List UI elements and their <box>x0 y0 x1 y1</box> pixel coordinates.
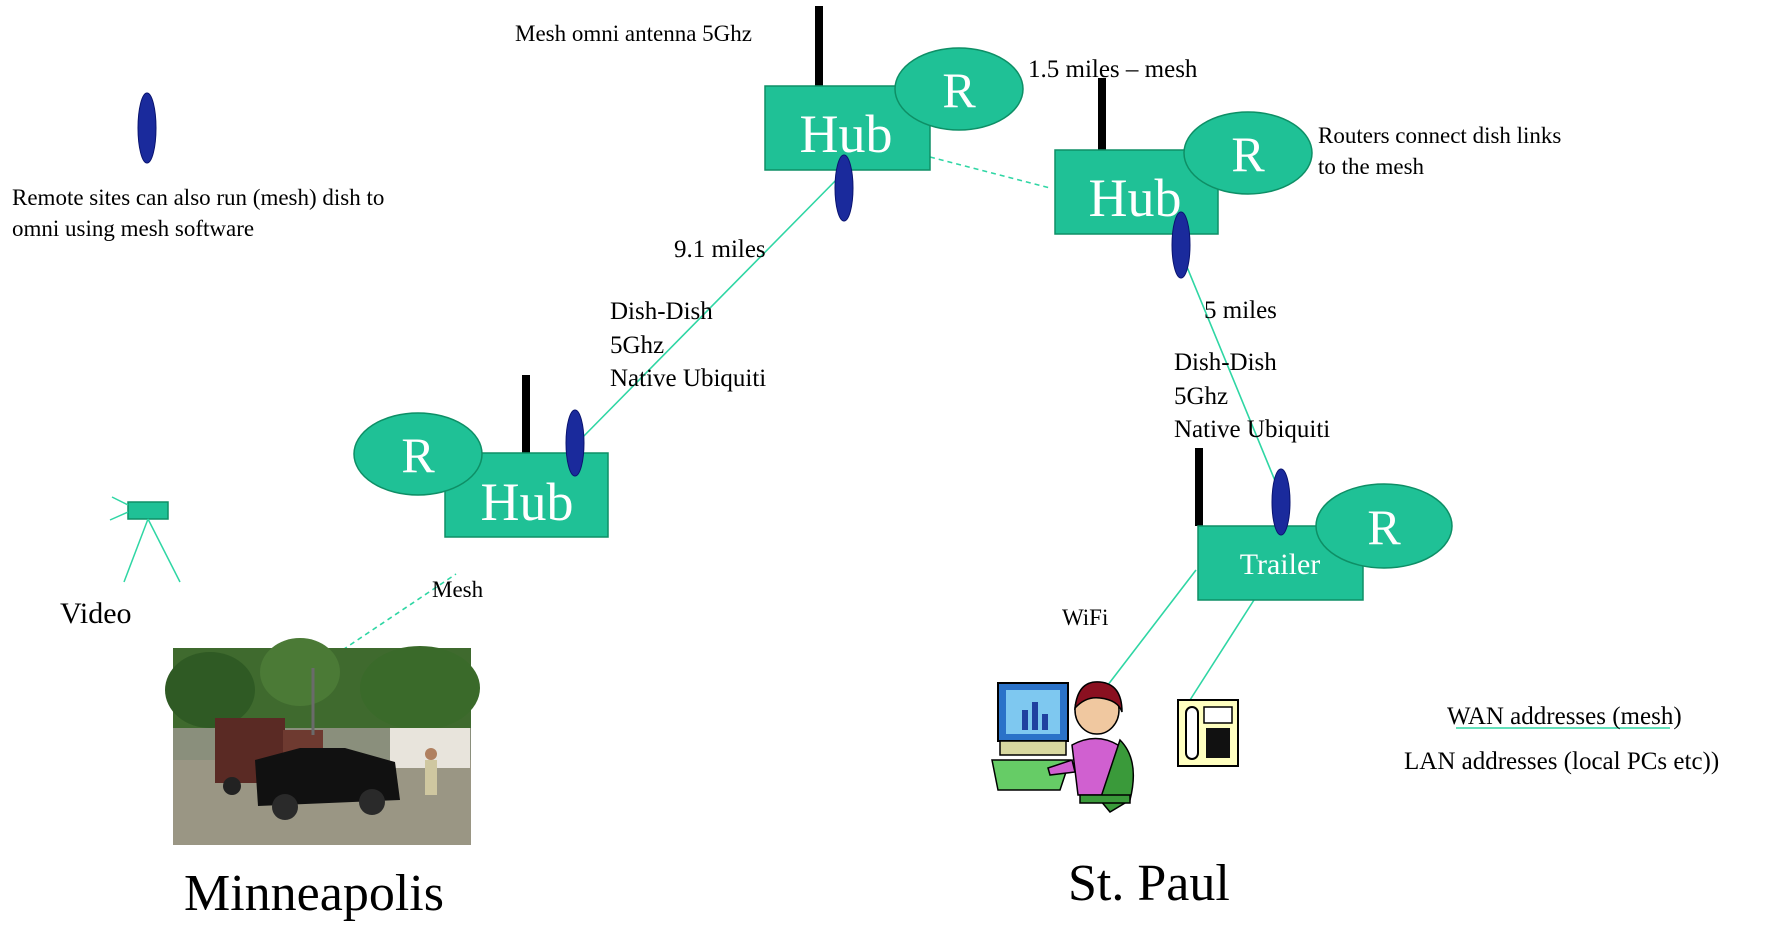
router-top[interactable] <box>894 47 1024 131</box>
video-camera-icon <box>109 496 181 583</box>
wifi-label: WiFi <box>1062 605 1109 630</box>
ip-phone-icon <box>1177 699 1239 767</box>
mesh-distance-top-label: 1.5 miles – mesh <box>1028 56 1198 83</box>
routers-connect-note: Routers connect dish links to the mesh <box>1318 123 1562 179</box>
legend-lan-label: LAN addresses (local PCs etc)) <box>1404 748 1720 775</box>
hub-top-label: Hub <box>800 104 893 164</box>
router-right-label: R <box>1231 126 1265 182</box>
hub-right-label: Hub <box>1089 168 1182 228</box>
mast-top-hub <box>815 6 823 86</box>
city-right-label: St. Paul <box>1068 855 1230 912</box>
video-label: Video <box>60 597 132 630</box>
mast-left-hub <box>522 375 530 453</box>
dish-link-right <box>1179 249 1279 489</box>
dish-icon-trailer <box>1271 468 1291 536</box>
hub-left-label: Hub <box>481 472 574 532</box>
dish-link-left <box>577 171 845 443</box>
mesh-link-label: Mesh <box>432 577 484 602</box>
lan-link-phone <box>1189 599 1255 701</box>
router-top-label: R <box>942 62 976 118</box>
remote-sites-note: Remote sites can also run (mesh) dish to… <box>12 185 385 241</box>
wifi-link <box>1103 569 1197 691</box>
mast-right-hub <box>1098 78 1106 153</box>
router-trailer[interactable] <box>1315 483 1453 569</box>
dish-link-left-label: Dish-Dish 5Ghz Native Ubiquiti <box>610 298 767 392</box>
truck-photo <box>165 638 480 845</box>
mesh-link-truck <box>237 573 457 721</box>
router-left[interactable] <box>353 412 483 496</box>
dish-icon-top-hub <box>834 154 854 222</box>
router-left-label: R <box>401 427 435 483</box>
router-trailer-label: R <box>1367 499 1401 555</box>
distance-right-label: 5 miles <box>1204 297 1277 324</box>
router-right[interactable] <box>1183 111 1313 195</box>
city-left-label: Minneapolis <box>184 865 444 922</box>
dish-icon-legend <box>137 92 157 164</box>
legend-wan-label: WAN addresses (mesh) <box>1447 703 1682 730</box>
mesh-omni-antenna-label: Mesh omni antenna 5Ghz <box>515 21 752 46</box>
dish-icon-right-hub <box>1171 211 1191 279</box>
distance-left-label: 9.1 miles <box>674 236 766 263</box>
dish-link-right-label: Dish-Dish 5Ghz Native Ubiquiti <box>1174 349 1331 443</box>
trailer-label: Trailer <box>1240 548 1321 581</box>
user-at-computer-icon <box>991 681 1135 813</box>
dish-icon-left-hub <box>565 409 585 477</box>
mesh-link-hubs <box>929 156 1051 189</box>
mast-trailer <box>1195 448 1203 526</box>
